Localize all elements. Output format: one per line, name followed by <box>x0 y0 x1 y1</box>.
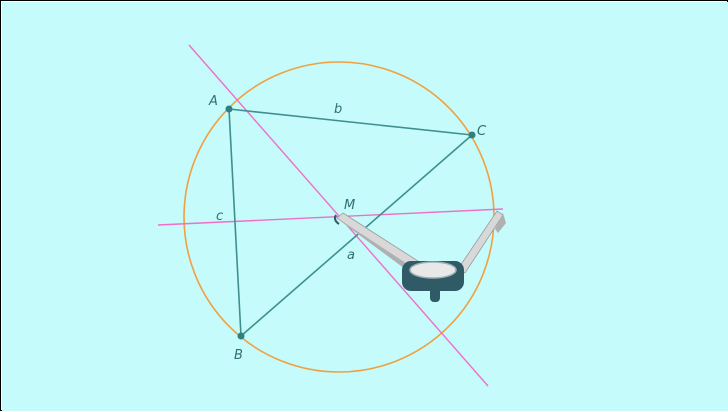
compass-leg-left-shade <box>337 218 416 277</box>
side-a[interactable] <box>240 134 473 337</box>
point-b-label: B <box>234 348 243 363</box>
point-m-label: M <box>344 198 355 213</box>
point-a[interactable] <box>225 105 233 113</box>
point-c-label: C <box>477 124 487 139</box>
side-c-label: c <box>216 209 223 224</box>
point-b[interactable] <box>237 332 245 340</box>
perpendicular-bisector-bc[interactable] <box>188 44 489 387</box>
compass-pivot-mark <box>334 214 340 225</box>
compass-icon[interactable] <box>334 210 506 302</box>
perpendicular-bisector-ab[interactable] <box>157 208 504 226</box>
compass-handle[interactable] <box>430 288 440 302</box>
compass-pencil-tip <box>495 213 506 233</box>
side-b-label: b <box>334 102 342 117</box>
side-c[interactable] <box>228 108 242 337</box>
compass-knob <box>409 261 457 279</box>
side-b[interactable] <box>228 108 473 136</box>
point-c[interactable] <box>468 131 476 139</box>
point-a-label: A <box>208 94 218 109</box>
side-a-label: a <box>347 248 355 263</box>
